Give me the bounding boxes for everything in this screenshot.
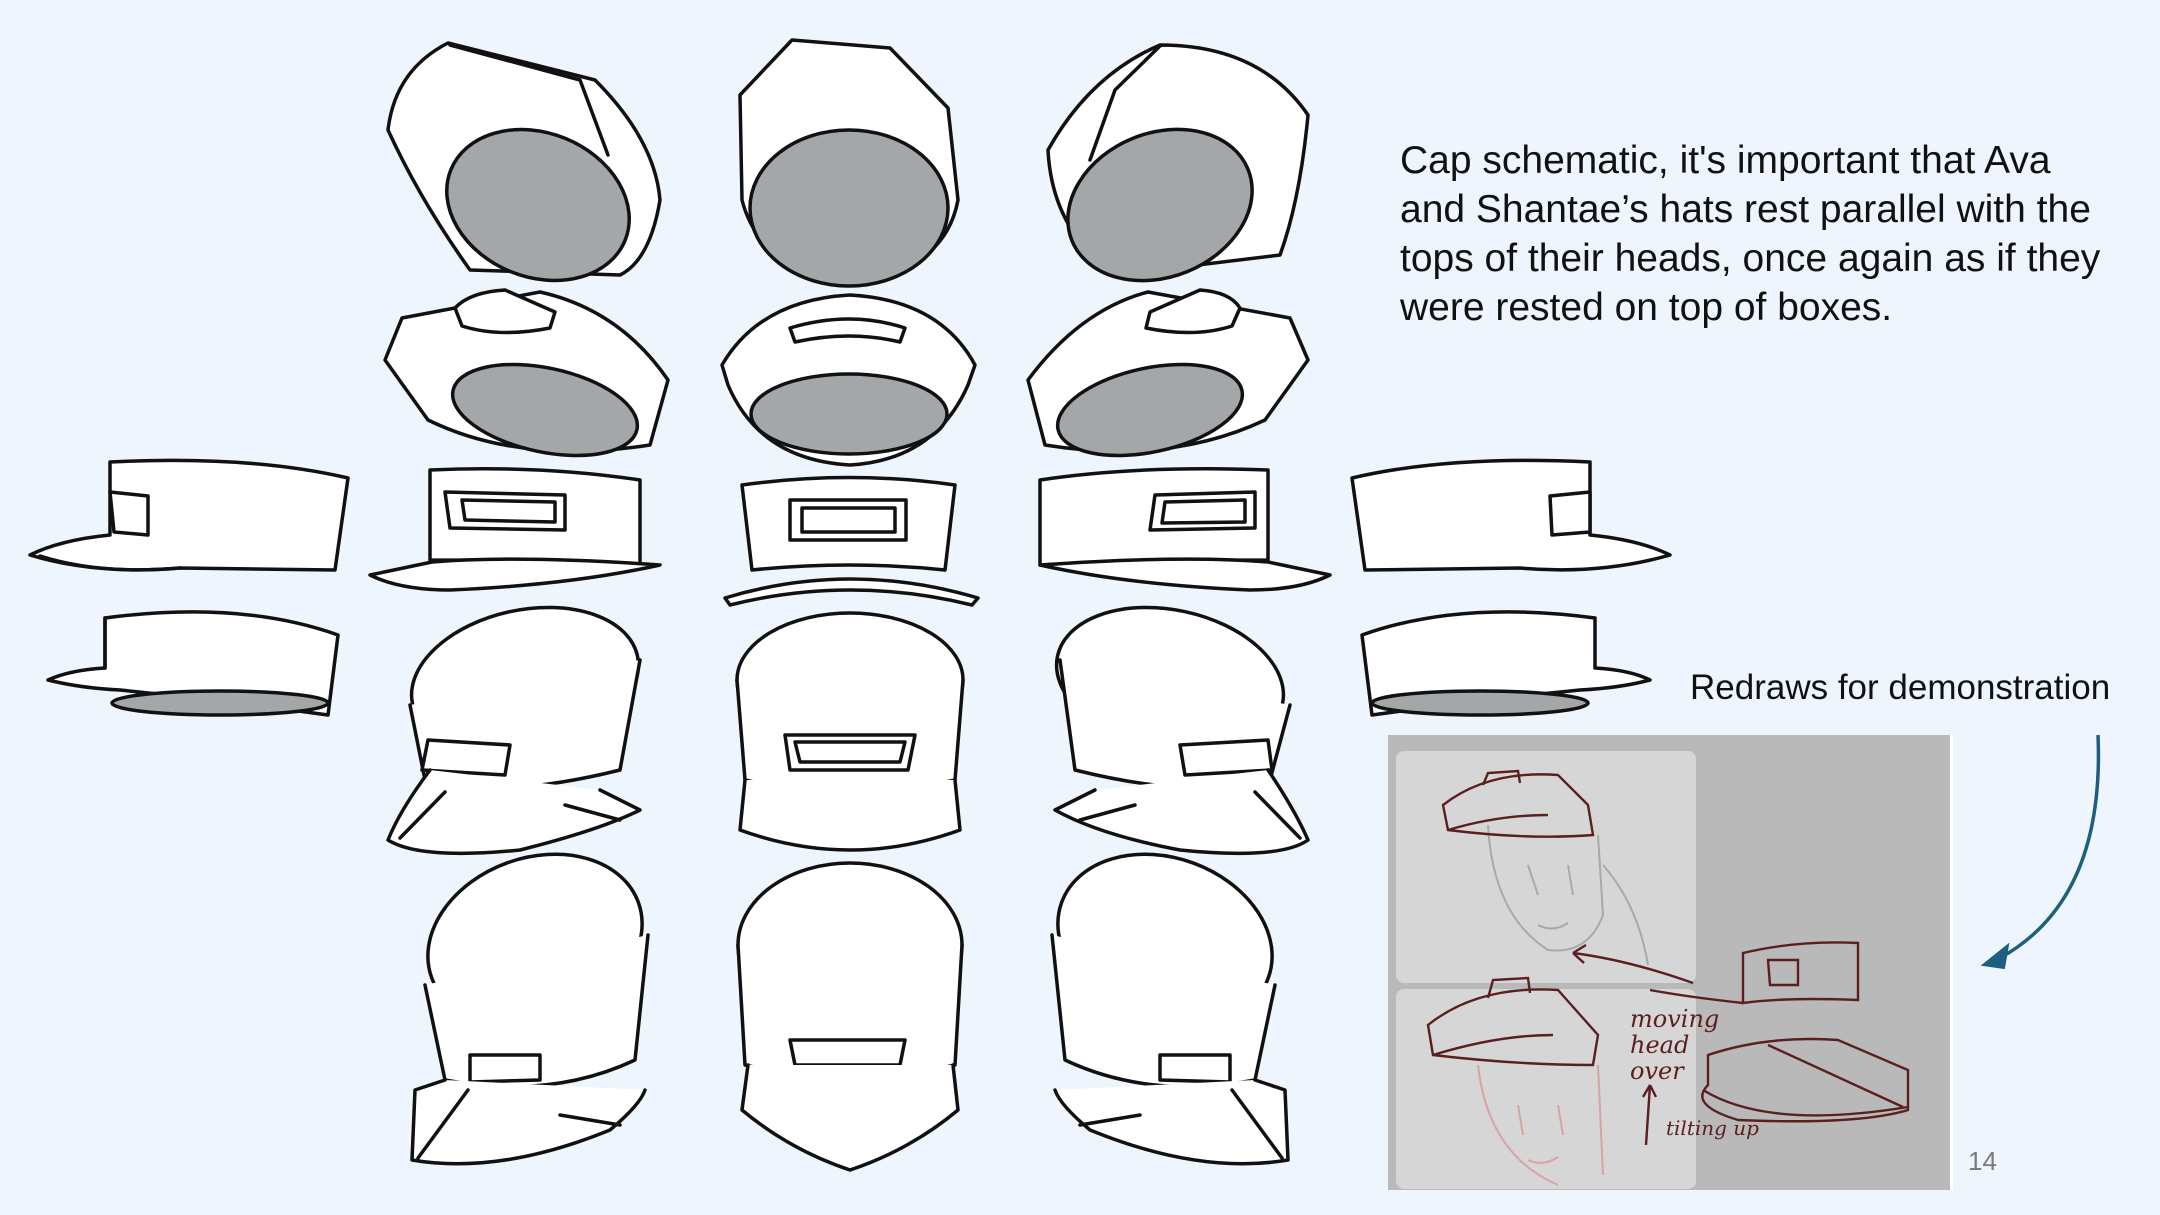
slide-caption: Cap schematic, it's important that Ava a… <box>1400 139 2101 329</box>
frame-bottom <box>1396 989 1696 1189</box>
arrow-head <box>1980 942 2010 970</box>
note-head: head <box>1630 1031 1689 1059</box>
cap-sketch-top <box>1441 769 1595 838</box>
cap-row1-right <box>1046 43 1310 283</box>
sketch-arrow <box>1572 951 1694 985</box>
faint-head-top <box>1487 824 1649 966</box>
cap-row4-left <box>386 605 642 856</box>
cap-row5-center <box>736 861 964 1172</box>
cap-row4-far-left <box>46 610 340 717</box>
faint-head-bottom <box>1477 1064 1604 1186</box>
redraw-label: Redraws for demonstration <box>1690 668 2111 707</box>
cap-row3-left <box>368 467 662 592</box>
page-number: 14 <box>1968 1146 1997 1176</box>
cap-sketch-bottom <box>1426 976 1600 1067</box>
cap-row2-center <box>720 293 977 467</box>
panel-edge <box>1950 735 1953 1190</box>
cap-row1-left <box>386 41 662 283</box>
cap-row5-right <box>1050 852 1290 1166</box>
cap-row4-right <box>1053 605 1310 856</box>
tilt-arrow <box>1644 1084 1652 1146</box>
cap-row3-far-left <box>28 458 350 572</box>
cap-row5-left <box>410 852 650 1166</box>
note-over: over <box>1630 1057 1685 1085</box>
cap-row1-center <box>738 38 960 288</box>
redraw-panel: moving head over tilting up <box>1388 735 1950 1190</box>
curved-arrow-icon <box>1999 734 2101 960</box>
redraw-sketch: moving head over tilting up <box>1396 751 1910 1189</box>
cap-row3-far-right <box>1350 458 1672 572</box>
note-tilting: tilting up <box>1666 1116 1759 1140</box>
cap-row2-left <box>383 288 670 458</box>
cap-row3-right <box>1038 467 1332 592</box>
cap-row4-far-right <box>1360 610 1652 717</box>
cap-sketch-right-1 <box>1649 941 1860 1005</box>
cap-row4-center <box>735 611 965 852</box>
cap-row3-center <box>723 475 980 607</box>
note-moving: moving <box>1630 1005 1719 1033</box>
frame-top <box>1396 751 1696 983</box>
cap-row2-right <box>1026 288 1310 458</box>
cap-sketch-right-2 <box>1701 1037 1910 1123</box>
